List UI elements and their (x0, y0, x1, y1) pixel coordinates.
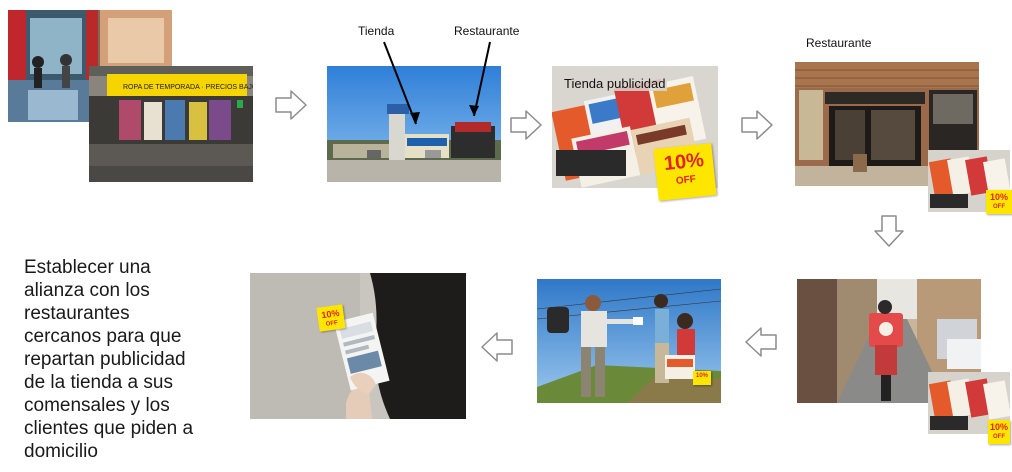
svg-text:ROPA DE TEMPORADA · PRECIOS BA: ROPA DE TEMPORADA · PRECIOS BAJOS (123, 84, 253, 91)
restaurant-photo (795, 62, 979, 186)
discount-sticker: 10% OFF (653, 143, 717, 201)
right-arrow-icon (274, 88, 308, 122)
discount-sticker-hand: 10% OFF (316, 304, 346, 332)
right-arrow-icon (509, 108, 543, 142)
flyers-thumbnail-2 (928, 372, 1010, 434)
label-restaurante-2: Restaurante (806, 36, 872, 50)
clothing-store-photo: ROPA DE TEMPORADA · PRECIOS BAJOS (89, 66, 253, 182)
strategy-description: Establecer una alianza con los restauran… (24, 257, 194, 462)
reading-flyer-photo (250, 273, 466, 419)
pointer-lines (383, 41, 491, 125)
label-restaurante: Restaurante (454, 24, 520, 38)
left-arrow-icon (744, 325, 778, 359)
discount-sticker-small-2: 10% OFF (988, 420, 1010, 444)
discount-sticker-tiny: 10% (693, 371, 711, 385)
discount-sticker-small: 10% OFF (986, 190, 1012, 214)
label-tienda: Tienda (358, 24, 395, 38)
label-tienda-publicidad: Tienda publicidad (562, 76, 668, 91)
handing-flyer-photo (537, 279, 721, 403)
down-arrow-icon (872, 214, 906, 248)
store-street-photo (8, 10, 172, 122)
left-arrow-icon (480, 330, 514, 364)
strip-mall-photo (327, 66, 501, 182)
right-arrow-icon (740, 108, 774, 142)
